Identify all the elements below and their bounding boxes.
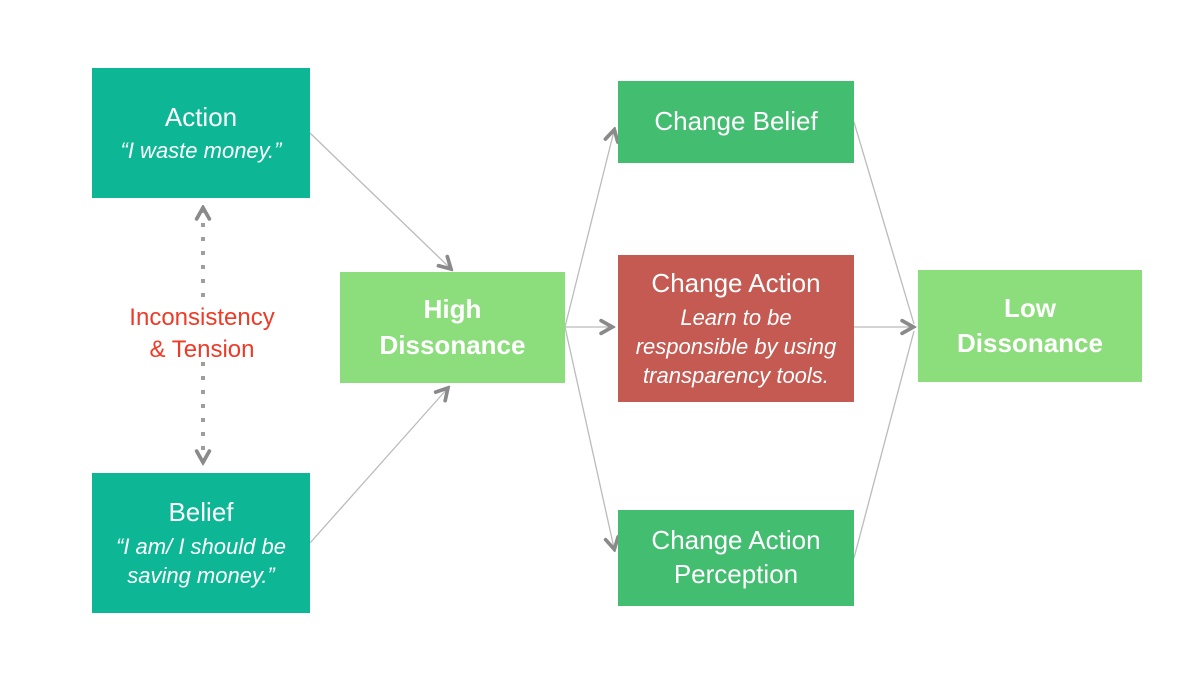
action-quote: “I waste money.” <box>120 138 282 164</box>
action-title: Action <box>164 101 238 132</box>
arrow-belief-to-high <box>309 389 447 544</box>
high-dissonance-node: High Dissonance <box>340 272 565 383</box>
arrow-high-to-change-action-perception <box>564 326 614 548</box>
change-action-desc: Learn to be responsible by using transpa… <box>635 304 837 388</box>
line-change-belief-to-low <box>853 121 915 325</box>
arrow-action-to-high <box>309 132 450 268</box>
belief-quote: “I am/ I should be saving money.” <box>116 533 286 588</box>
change-action-perception-title: Change Action Perception <box>651 525 821 589</box>
belief-node: Belief “I am/ I should be saving money.” <box>92 473 310 613</box>
change-action-perception-node: Change Action Perception <box>618 510 854 606</box>
change-belief-title: Change Belief <box>654 106 818 137</box>
low-dissonance-title: Low Dissonance <box>957 292 1103 358</box>
action-node: Action “I waste money.” <box>92 68 310 198</box>
low-dissonance-node: Low Dissonance <box>918 270 1142 382</box>
high-dissonance-title: High Dissonance <box>379 294 526 360</box>
belief-title: Belief <box>168 497 234 528</box>
change-action-title: Change Action <box>651 268 821 299</box>
line-change-action-perception-to-low <box>853 330 915 559</box>
inconsistency-tension-label: Inconsistency & Tension <box>129 304 275 364</box>
arrow-high-to-change-belief <box>564 131 614 328</box>
change-belief-node: Change Belief <box>618 81 854 163</box>
change-action-node: Change Action Learn to be responsible by… <box>618 255 854 402</box>
